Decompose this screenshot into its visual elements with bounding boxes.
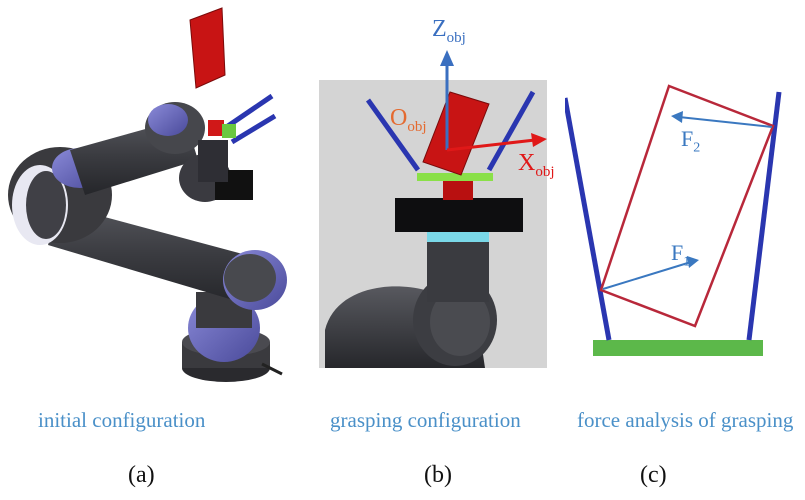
left-finger [562, 97, 612, 341]
robot-grasp-illustration [319, 50, 547, 368]
force-f1-label: F1 [671, 240, 691, 270]
right-finger [746, 91, 782, 341]
z-axis-label: Zobj [432, 16, 466, 46]
ground-bar [593, 340, 763, 356]
caption-a: initial configuration [38, 408, 206, 432]
caption-c: force analysis of grasping [577, 408, 794, 432]
panel-b-grasping-configuration: Zobj Xobj Oobj [305, 0, 560, 395]
panel-label-a: (a) [128, 462, 155, 488]
robot-arm-initial-illustration [8, 7, 287, 382]
force-f2-label: F2 [681, 126, 701, 156]
panel-label-c: (c) [640, 462, 667, 488]
force-f2-arrow [678, 116, 773, 128]
panel-label-b: (b) [424, 462, 452, 488]
panel-a-initial-configuration [0, 0, 300, 395]
object-outline [599, 84, 775, 328]
caption-b: grasping configuration [330, 408, 521, 432]
floating-object [189, 7, 226, 89]
x-axis-label: Xobj [518, 150, 555, 180]
force-f1-arrow [602, 261, 692, 290]
grasped-object [422, 91, 490, 176]
force-diagram [562, 84, 782, 356]
origin-label: Oobj [390, 105, 427, 135]
panel-c-force-analysis: F1 F2 [562, 0, 805, 395]
